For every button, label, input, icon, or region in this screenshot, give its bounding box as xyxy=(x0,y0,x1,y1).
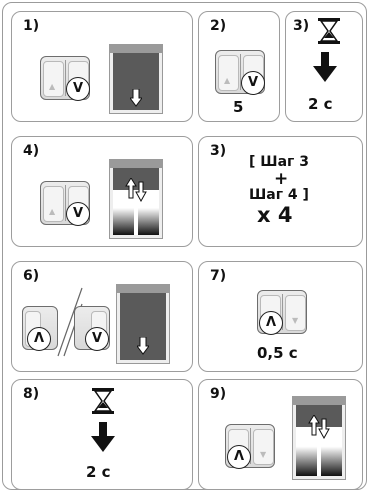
press-duration: 0,5 с xyxy=(257,344,298,362)
wall-switch: ▲ V xyxy=(215,50,265,95)
down-key-badge: V xyxy=(241,71,265,95)
half-open-blind xyxy=(292,396,346,480)
step-number: 2) xyxy=(210,18,227,34)
wall-switch: ▼ Λ xyxy=(257,290,307,335)
step-number: 3) xyxy=(210,143,227,159)
hourglass-icon xyxy=(92,388,114,414)
step-number: 3) xyxy=(293,18,310,34)
step-8-card: 8) 2 с xyxy=(11,379,193,490)
step-4-card: 4) ▲ V xyxy=(11,136,193,247)
step-6-card: 6) Λ V xyxy=(11,261,193,372)
down-arrow-icon xyxy=(137,337,149,355)
repeat-steps-card: 3) [ Шаг 3 + Шаг 4 ] x 4 xyxy=(198,136,363,247)
closed-blind xyxy=(116,284,170,364)
hourglass-icon xyxy=(318,18,340,44)
up-down-arrow-icon xyxy=(125,178,147,202)
up-key-badge: Λ xyxy=(259,311,283,335)
repeat-line-2: Шаг 4 ] xyxy=(249,187,309,203)
wall-switch: ▲ V xyxy=(40,56,90,101)
step-number: 7) xyxy=(210,268,227,284)
wall-switch: ▲ V xyxy=(40,181,90,226)
repeat-line-1: [ Шаг 3 xyxy=(249,154,309,170)
wall-switch: ▼ Λ xyxy=(225,424,275,469)
wall-switch-left: Λ xyxy=(22,306,58,351)
wait-duration: 2 с xyxy=(308,95,333,113)
step-number: 9) xyxy=(210,386,227,402)
step-3-card: 3) 2 с xyxy=(285,11,363,122)
up-key-badge: Λ xyxy=(27,327,51,351)
down-key-badge: V xyxy=(66,77,90,101)
step-1-card: 1) ▲ V xyxy=(11,11,193,122)
step-number: 8) xyxy=(23,386,40,402)
step-number: 1) xyxy=(23,18,40,34)
down-arrow-icon xyxy=(91,422,115,452)
up-down-arrow-icon xyxy=(308,415,330,439)
step-9-card: 9) ▼ Λ xyxy=(198,379,363,490)
press-count: 5 xyxy=(233,98,244,116)
closed-blind xyxy=(109,44,163,114)
up-key-badge: Λ xyxy=(227,445,251,469)
down-arrow-icon xyxy=(313,52,337,82)
step-7-card: 7) ▼ Λ 0,5 с xyxy=(198,261,363,372)
wait-duration: 2 с xyxy=(86,463,111,481)
down-arrow-icon xyxy=(130,89,142,107)
half-open-blind xyxy=(109,159,163,239)
wall-switch-right: V xyxy=(74,306,110,351)
down-key-badge: V xyxy=(85,327,109,351)
repeat-plus: + xyxy=(274,169,289,189)
step-2-card: 2) ▲ V 5 xyxy=(198,11,280,122)
down-key-badge: V xyxy=(66,202,90,226)
repeat-count: x 4 xyxy=(257,203,293,227)
step-number: 4) xyxy=(23,143,40,159)
step-number: 6) xyxy=(23,268,40,284)
